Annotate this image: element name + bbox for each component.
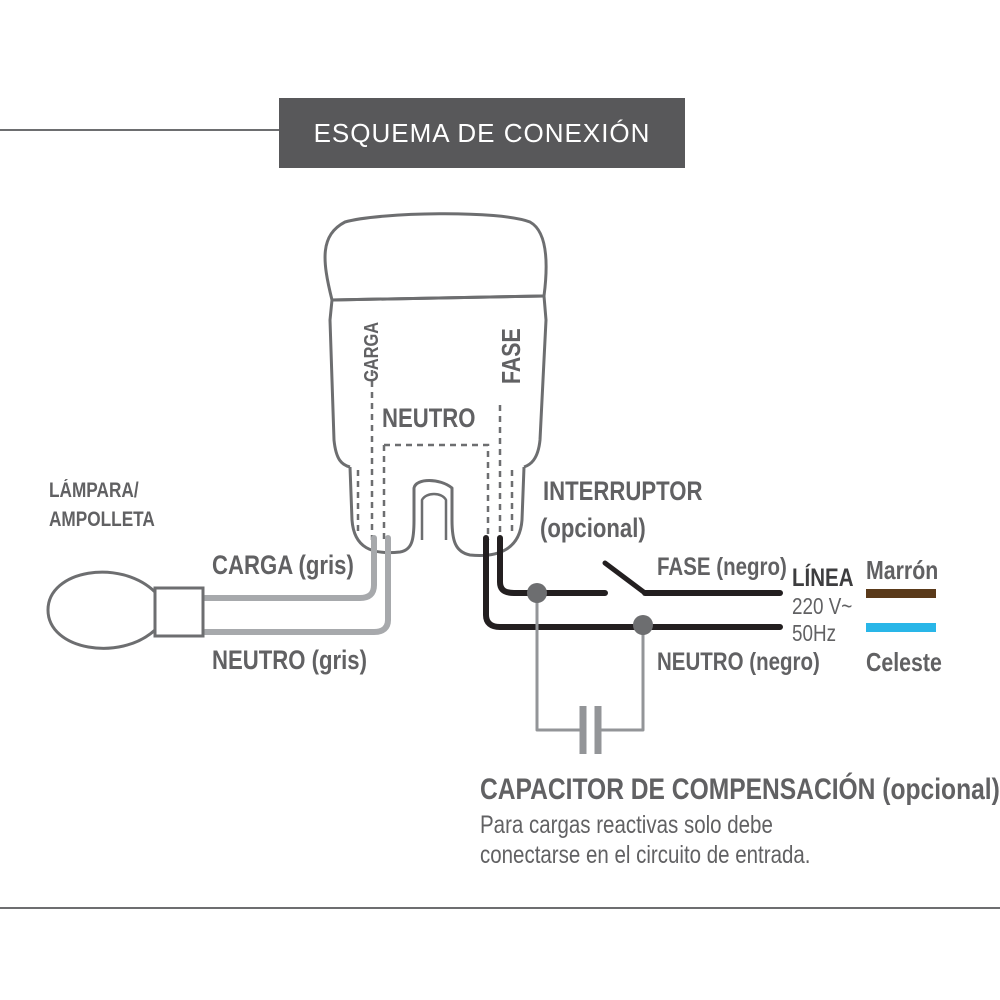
switch-label-line2: (opcional) xyxy=(540,513,646,543)
capacitor-wiring xyxy=(535,593,645,732)
switch-label-line1: INTERRUPTOR xyxy=(543,476,703,506)
bottom-rule xyxy=(0,907,1000,909)
line-title: LÍNEA xyxy=(792,564,854,592)
black-wires xyxy=(483,535,783,630)
device-label-carga: CARGA xyxy=(361,321,383,382)
capacitor-title: CAPACITOR DE COMPENSACIÓN (opcional) xyxy=(480,773,1000,806)
brown-wire-swatch xyxy=(866,589,936,598)
switch-lever xyxy=(602,560,648,596)
diagram-title: ESQUEMA DE CONEXIÓN xyxy=(279,98,685,168)
blue-wire-swatch xyxy=(866,623,936,632)
capacitor-note-line1: Para cargas reactivas solo debe xyxy=(480,811,773,839)
device-label-neutro: NEUTRO xyxy=(382,403,476,433)
wire-label-neutro-load: NEUTRO (gris) xyxy=(212,645,367,675)
lamp-label-line2: AMPOLLETA xyxy=(49,508,155,531)
line-voltage: 220 V~ xyxy=(792,593,853,619)
wire-label-fase: FASE (negro) xyxy=(657,553,787,581)
lamp-label-line1: LÁMPARA/ xyxy=(49,479,139,502)
wire-label-carga: CARGA (gris) xyxy=(212,550,354,580)
device-label-fase: FASE xyxy=(496,328,526,384)
junction-neutro xyxy=(633,615,653,635)
device-dashed-lines xyxy=(356,370,514,540)
line-blue-label: Celeste xyxy=(866,647,942,677)
gray-wires xyxy=(202,535,391,635)
top-rule xyxy=(0,129,282,131)
lamp-bulb xyxy=(46,570,205,650)
capacitor-plates xyxy=(579,706,602,754)
capacitor-note-line2: conectarse en el circuito de entrada. xyxy=(480,841,811,869)
junction-fase xyxy=(527,583,547,603)
device-body xyxy=(323,212,548,558)
wire-label-neutro-line: NEUTRO (negro) xyxy=(657,648,820,676)
line-brown-label: Marrón xyxy=(866,555,939,585)
line-frequency: 50Hz xyxy=(792,620,837,646)
